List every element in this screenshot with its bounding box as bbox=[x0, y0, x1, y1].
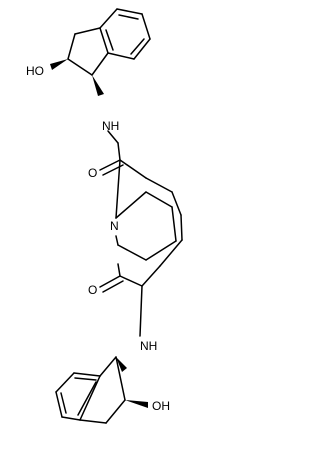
top-cyclopentane-ring bbox=[67, 27, 109, 76]
top-nh-to-carbonyl-bond bbox=[117, 142, 121, 161]
atom-label-hydroxy-top: HO bbox=[26, 64, 44, 78]
bottom-carbonyl-to-nh-bond bbox=[139, 285, 143, 337]
bottom-benzene-ring bbox=[55, 372, 101, 421]
atom-label-carbonyl-o-bottom: O bbox=[88, 283, 97, 297]
molecule-structure: HO NH O N O NH OH bbox=[26, 8, 183, 424]
top-benzene-ring bbox=[99, 8, 151, 60]
bottom-carbonyl-double-bond bbox=[99, 275, 124, 293]
pyridine-ring bbox=[115, 159, 183, 287]
top-stereo-wedge-nh bbox=[92, 75, 104, 96]
atom-label-nh-top: NH bbox=[102, 119, 119, 133]
bottom-stereo-wedge-oh bbox=[125, 400, 148, 408]
atom-label-hydroxy-bottom: OH bbox=[152, 399, 170, 413]
bottom-stereo-wedge-nh bbox=[116, 357, 127, 372]
atom-label-nh-bottom: NH bbox=[140, 339, 157, 353]
atom-label-pyridine-n: N bbox=[110, 219, 119, 233]
top-nh-connector bbox=[107, 130, 119, 144]
bottom-cyclopentane-ring bbox=[79, 356, 126, 424]
atom-label-carbonyl-o-top: O bbox=[88, 166, 97, 180]
top-stereo-wedge-oh bbox=[50, 59, 68, 70]
